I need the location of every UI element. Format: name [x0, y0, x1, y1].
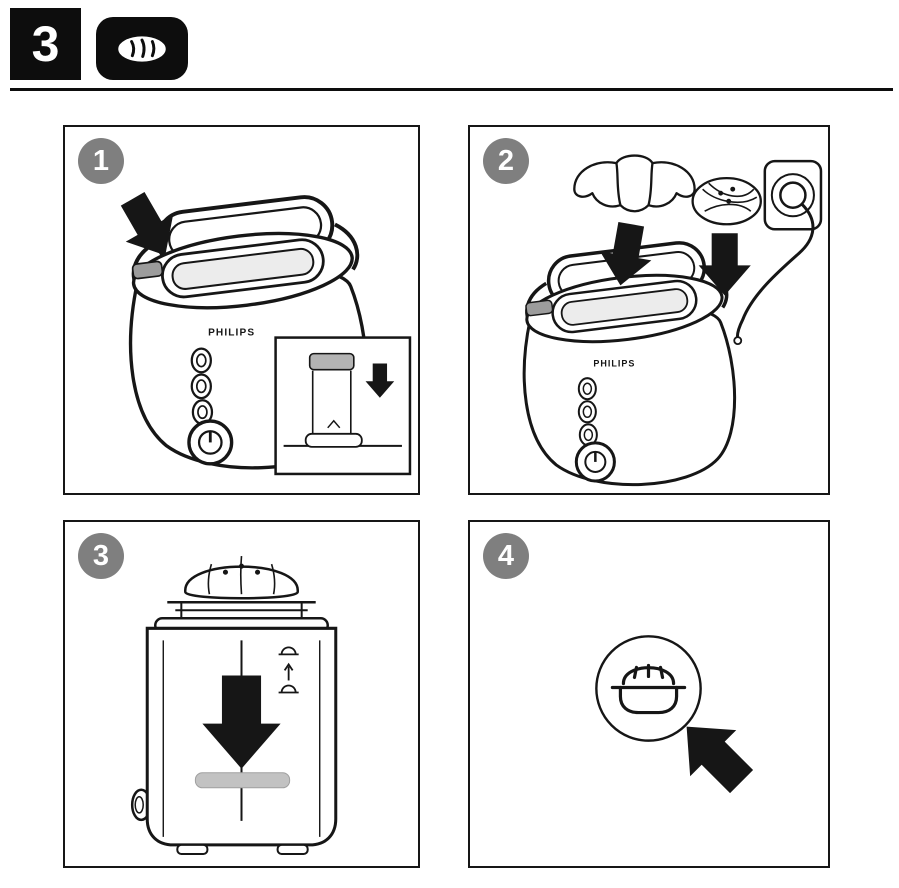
- illustration-press-lever: [130, 556, 338, 855]
- step-number: 4: [497, 539, 515, 572]
- warming-rack-wires: [167, 600, 316, 619]
- foot: [276, 843, 309, 855]
- toasting-lever: [194, 772, 291, 789]
- step-badge: 4: [483, 533, 529, 579]
- step-panel-1: 1: [63, 125, 420, 495]
- section-number-box: 3: [10, 8, 81, 80]
- illustration-lower-warming-rack: [108, 185, 412, 476]
- lever-detail-inset: [274, 336, 412, 476]
- power-socket: [733, 159, 823, 345]
- crumb-tray: [304, 432, 363, 448]
- bun: [184, 556, 299, 600]
- power-plug: [779, 181, 807, 209]
- header-divider: [10, 88, 893, 91]
- step-panel-4: 4: [468, 520, 830, 868]
- illustration-place-rolls-plug-in: [521, 154, 823, 487]
- bread-roll: [691, 176, 762, 226]
- step-number: 2: [497, 144, 515, 177]
- step-badge: 3: [78, 533, 124, 579]
- step-badge: 2: [483, 138, 529, 184]
- foot: [176, 843, 209, 855]
- croissant: [573, 154, 696, 213]
- bun-warming-icon: [610, 663, 687, 715]
- step-number: 1: [92, 144, 110, 177]
- illustration-press-warming-button: [595, 635, 765, 805]
- rack-lever: [308, 352, 355, 371]
- step-badge: 1: [78, 138, 124, 184]
- section-number: 3: [31, 16, 60, 72]
- step-number: 3: [92, 539, 110, 572]
- step-panel-3: 3: [63, 520, 420, 868]
- rack-position-marks: [278, 646, 299, 694]
- bread-roll-icon: [118, 35, 166, 62]
- section-icon-box: [96, 17, 188, 80]
- step-panel-2: 2: [468, 125, 830, 495]
- power-cord: [735, 203, 815, 340]
